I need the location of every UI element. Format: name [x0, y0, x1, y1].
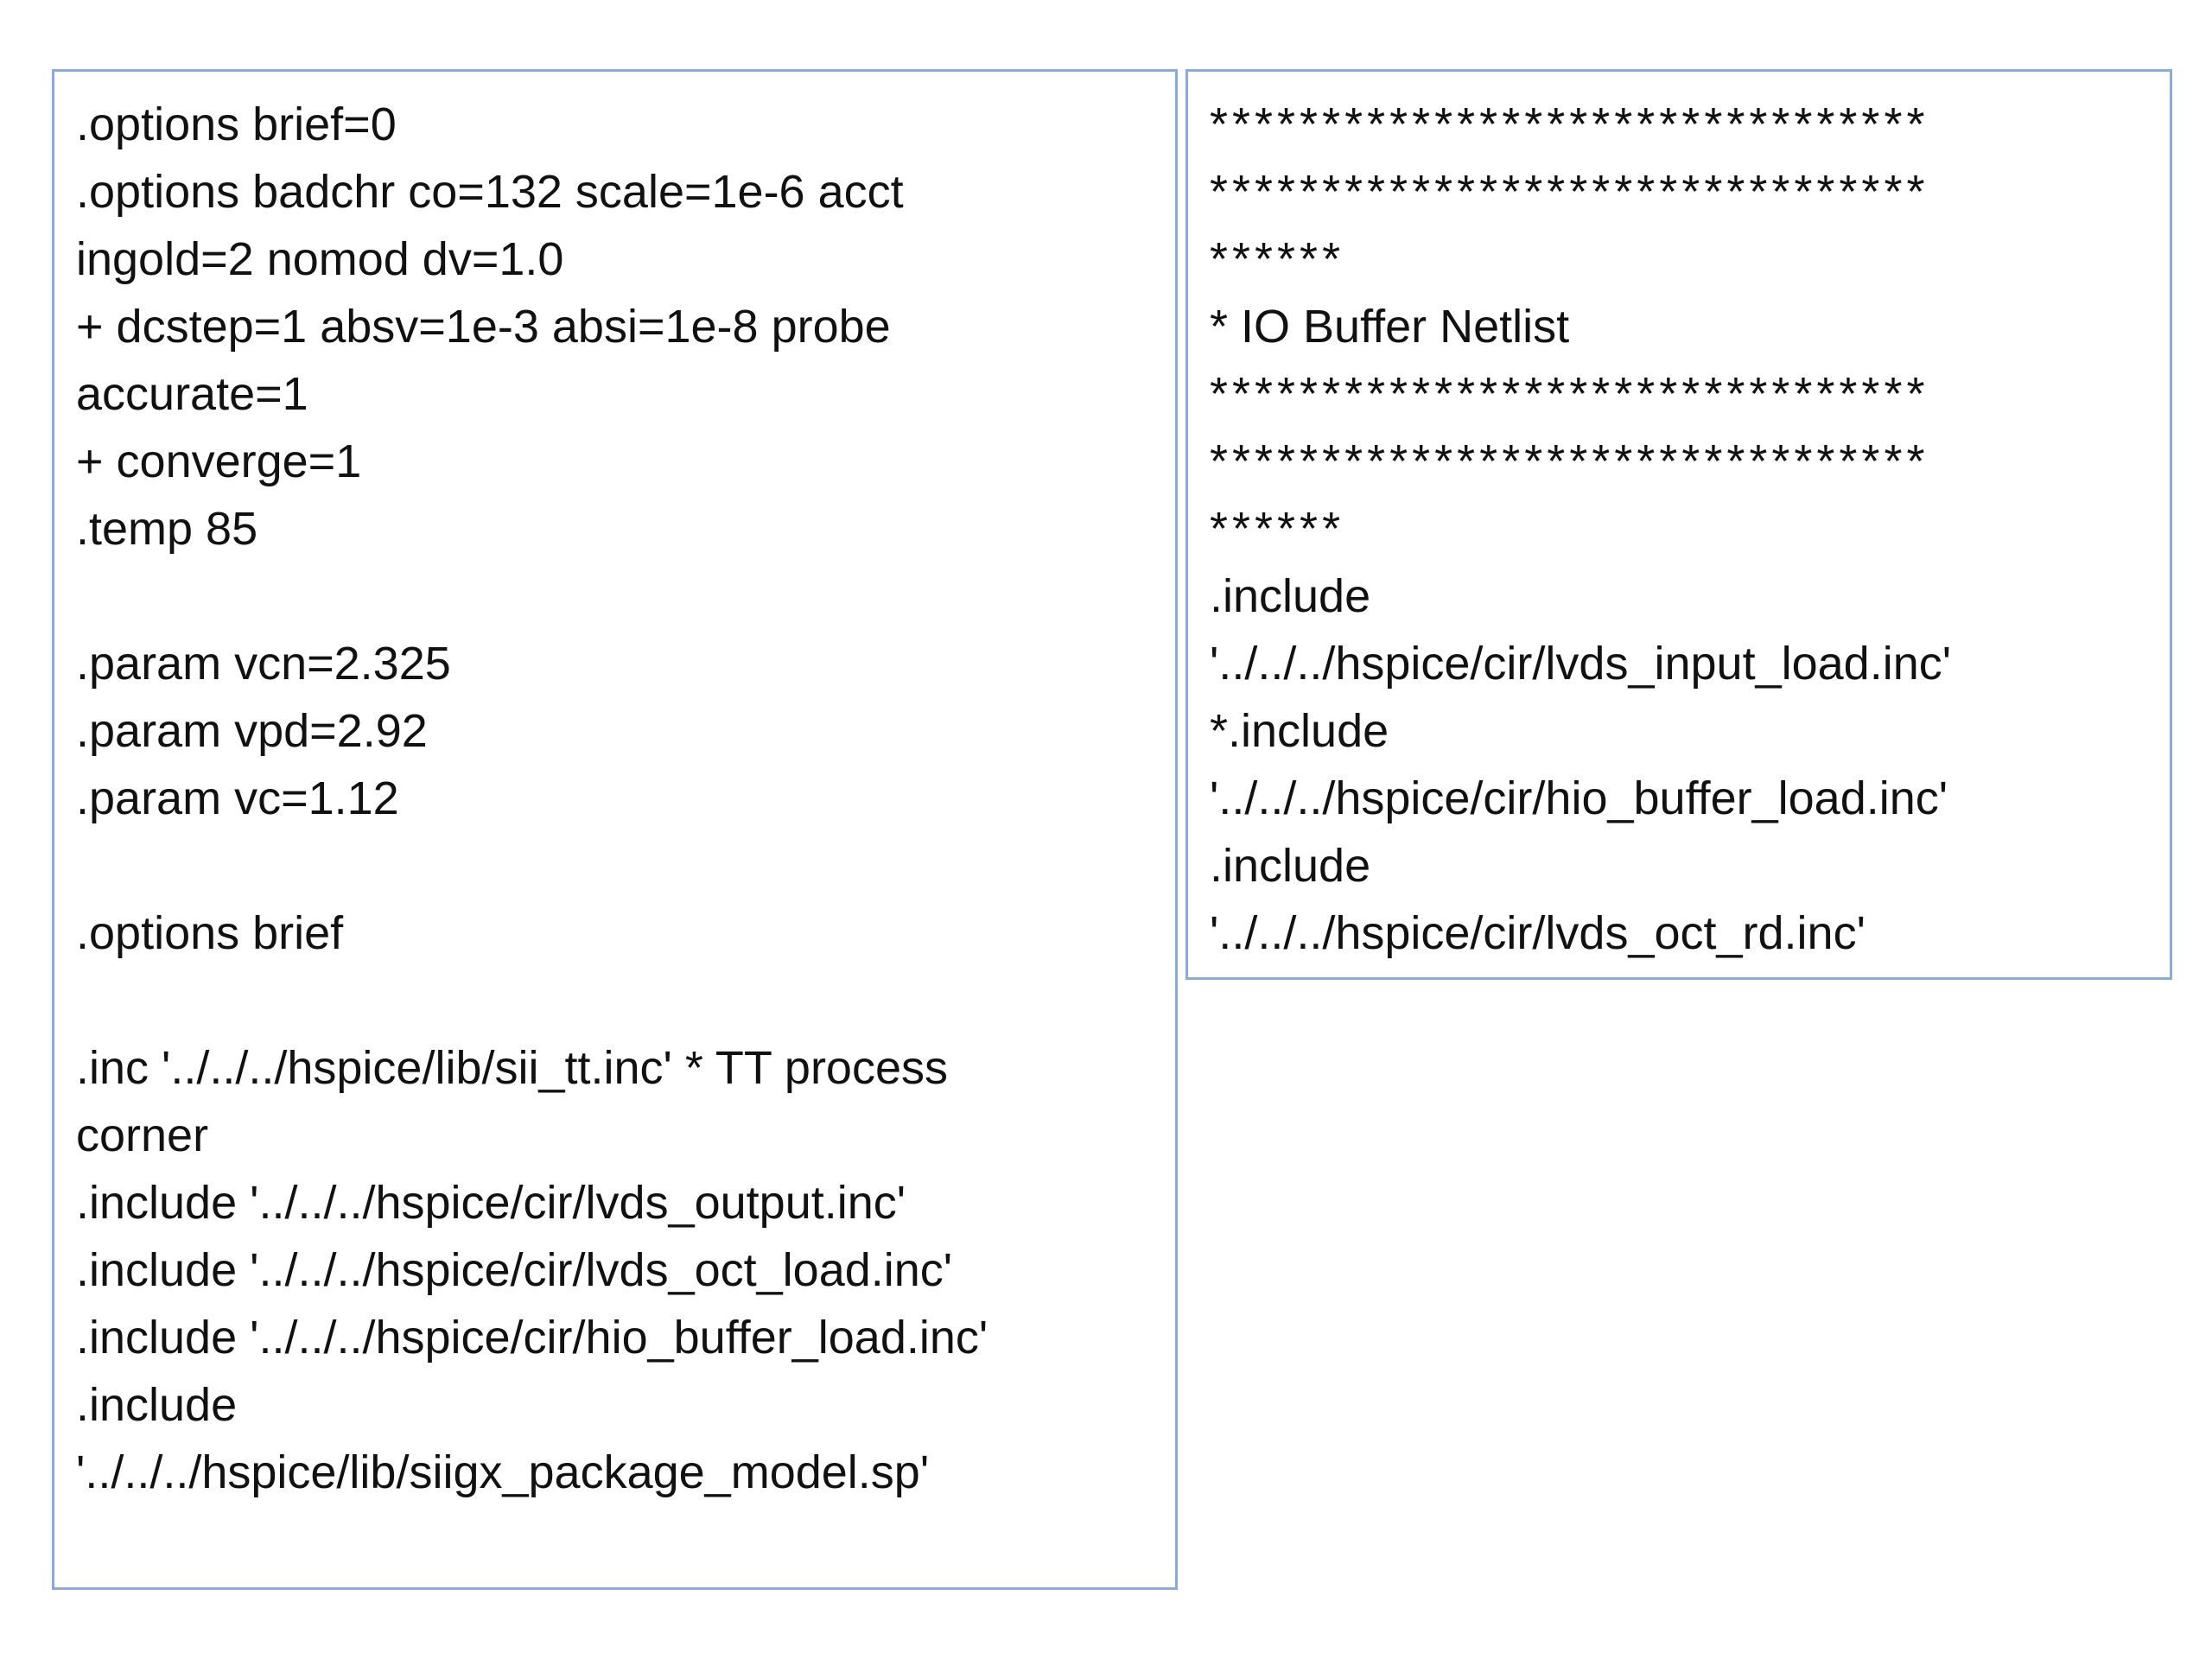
comment-stars-line: ******************************** — [1210, 99, 1929, 150]
code-line: ingold=2 nomod dv=1.0 — [76, 233, 564, 285]
code-line: corner — [76, 1109, 209, 1161]
code-line: .param vpd=2.92 — [76, 705, 428, 757]
code-line: .include — [1210, 570, 1371, 622]
code-line: .inc '../../../hspice/lib/sii_tt.inc' * … — [76, 1042, 948, 1094]
code-line: + converge=1 — [76, 435, 362, 487]
left-panel-lines: .options brief=0 .options badchr co=132 … — [76, 91, 1175, 1506]
code-line: .temp 85 — [76, 503, 258, 555]
blank-line — [76, 967, 1175, 1034]
comment-stars-line: ******************************** — [1210, 166, 1929, 218]
comment-stars-line: ******************************** — [1210, 368, 1929, 420]
code-line: '../../../hspice/cir/hio_buffer_load.inc… — [1210, 772, 1948, 824]
blank-line — [76, 832, 1175, 899]
io-buffer-netlist-panel: ******************************** *******… — [1185, 69, 2172, 980]
code-line: .options badchr co=132 scale=1e-6 acct — [76, 166, 904, 218]
spice-options-panel: .options brief=0 .options badchr co=132 … — [52, 69, 1178, 1590]
code-line: accurate=1 — [76, 368, 308, 420]
code-line: '../../../hspice/cir/lvds_oct_rd.inc' — [1210, 907, 1866, 959]
code-line: .include '../../../hspice/cir/lvds_outpu… — [76, 1177, 906, 1229]
code-line: .include '../../../hspice/cir/lvds_oct_l… — [76, 1244, 953, 1296]
code-line: *.include — [1210, 705, 1389, 757]
code-line: '../../../hspice/cir/lvds_input_load.inc… — [1210, 638, 1952, 690]
comment-stars-line: ******************************** — [1210, 435, 1929, 487]
code-line: .options brief — [76, 907, 344, 959]
code-line: .param vcn=2.325 — [76, 638, 451, 690]
code-line: .param vc=1.12 — [76, 772, 399, 824]
code-line: + dcstep=1 absv=1e-3 absi=1e-8 probe — [76, 301, 891, 353]
code-line: '../../../hspice/lib/siigx_package_model… — [76, 1446, 930, 1498]
code-line: .include — [1210, 840, 1371, 892]
netlist-title-line: * IO Buffer Netlist — [1210, 301, 1570, 353]
comment-stars-line: ****** — [1210, 233, 1345, 285]
code-line: .options brief=0 — [76, 99, 397, 150]
code-line: .include — [76, 1379, 238, 1431]
blank-line — [76, 563, 1175, 630]
right-panel-lines: ******************************** *******… — [1210, 91, 2170, 967]
code-line: .include '../../../hspice/cir/hio_buffer… — [76, 1312, 988, 1363]
comment-stars-line: ****** — [1210, 503, 1345, 555]
